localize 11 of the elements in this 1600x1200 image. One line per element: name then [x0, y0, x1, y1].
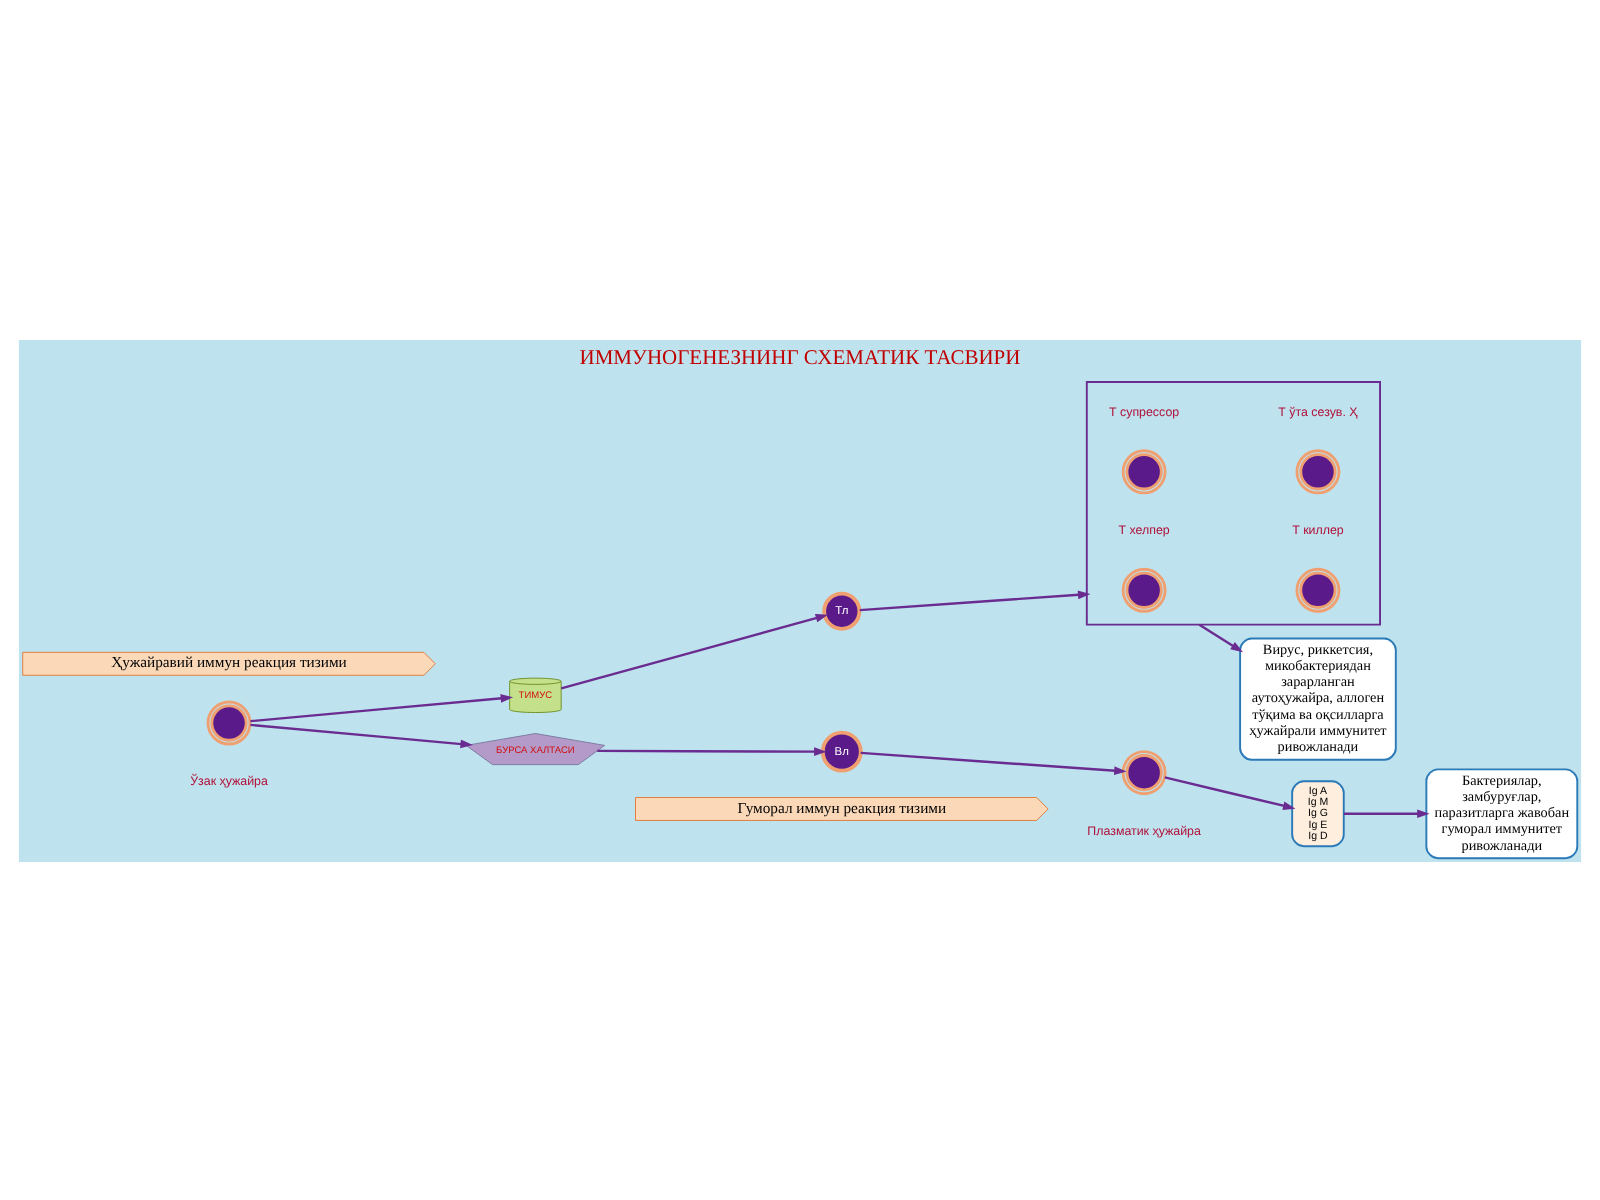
arrow: [560, 612, 829, 689]
arrow: [597, 746, 827, 755]
arrow: [859, 589, 1091, 611]
diagram-title: ИММУНОГЕНЕЗНИНГ СХЕМАТИК ТАСВИРИ: [579, 347, 1021, 370]
arrow: [250, 722, 473, 748]
cluster: [1085, 380, 1381, 625]
arrow: [1164, 775, 1296, 809]
arrow: [1198, 622, 1244, 652]
arrow: [860, 750, 1127, 774]
arrow: [250, 693, 514, 722]
arrow: [1343, 808, 1430, 818]
